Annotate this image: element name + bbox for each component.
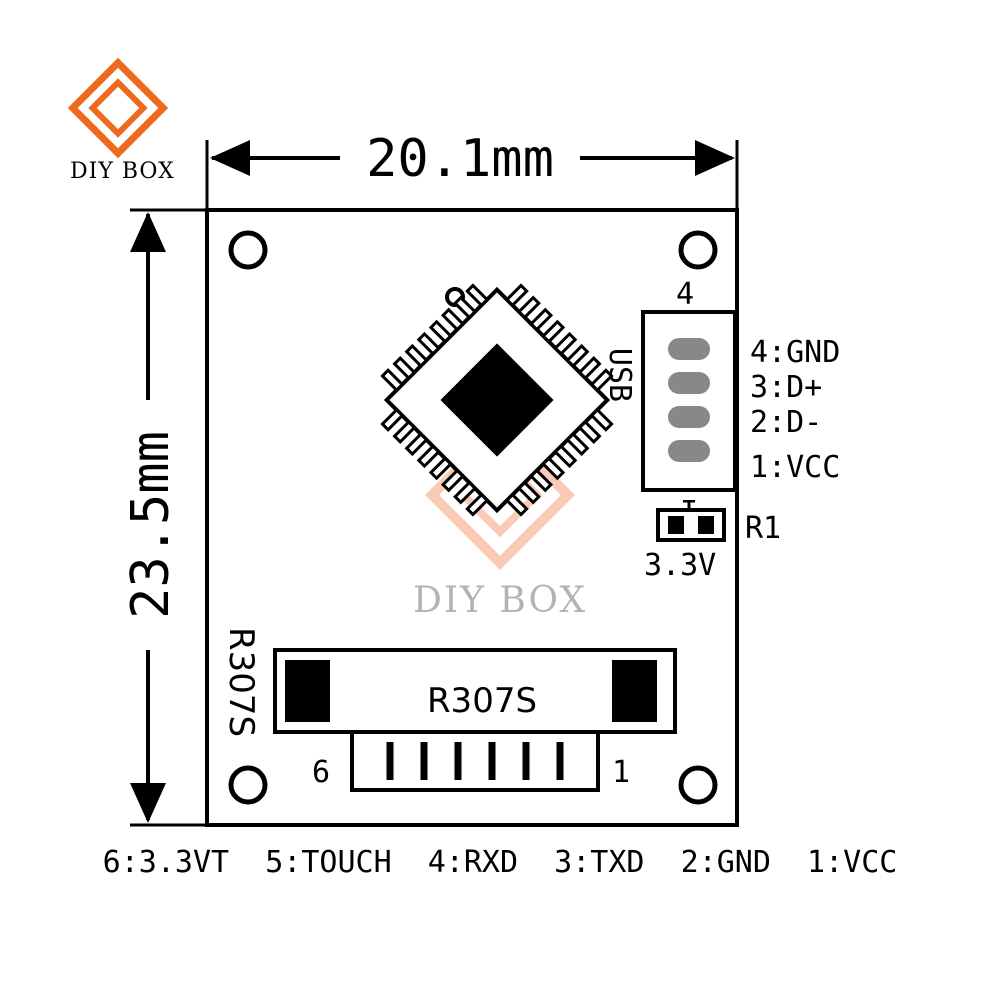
usb-pin-label: 2:D- [750,405,822,440]
chip-pin [380,368,405,393]
chip-pin [465,283,490,308]
chip-pin [453,295,478,320]
chip-pin [416,331,441,356]
chip-pin [404,343,429,368]
side-model-label: R307S [221,627,261,737]
chip-pin [380,407,405,432]
usb-pads [668,338,710,462]
arrow-left-icon [210,140,250,176]
usb-pin-label: 4:GND [750,335,840,370]
usb-pin-label: 1:VCC [750,450,840,485]
connector-housing [273,648,677,734]
connector-mount-pad [285,660,330,722]
connector-model-label: R307S [427,681,537,721]
height-dimension: 23.5mm [121,208,212,827]
height-label: 23.5mm [121,431,181,619]
chip-pin [440,468,465,493]
bottom-connector: R307S 6 1 [273,648,677,792]
mounting-hole [678,765,718,805]
chip-pin [516,480,541,505]
chip-pin [465,492,490,517]
chip-pin [553,444,578,469]
chip-pin [392,419,417,444]
brand-logo-icon [67,57,169,159]
chip-pin [565,432,590,457]
ic-chip [380,283,614,517]
jumper: 1 R1 3.3V [644,492,781,583]
chip-pin [404,432,429,457]
arrow-down-icon [130,783,166,823]
chip-pin [416,444,441,469]
board-outline [205,208,739,827]
arrow-up-icon [130,212,166,252]
chip-pin [589,368,614,393]
jumper-body [656,508,726,542]
connector-mount-pad [612,660,657,722]
connector-pin-left: 6 [312,755,330,790]
chip-pin [553,331,578,356]
chip-pin [516,295,541,320]
chip-pin [529,468,554,493]
usb-pin-label: 3:D+ [750,370,822,405]
mounting-hole [678,230,718,270]
chip-pin [440,307,465,332]
width-label: 20.1mm [366,129,554,189]
usb-connector: 4 USB 4:GND 3:D+ 2:D- 1:VCC [602,277,840,492]
brand-logo: DIY BOX [67,57,175,184]
chip-pin [577,356,602,381]
chip-pin [392,356,417,381]
pinout-label: 6:3.3VT 5:TOUCH 4:RXD 3:TXD 2:GND 1:VCC [103,845,898,880]
chip-pin [453,480,478,505]
chip-pin [577,419,602,444]
chip-pin [541,456,566,481]
chip-pin [541,319,566,344]
chip-pin [589,407,614,432]
chip-pin [504,283,529,308]
chip-pin [504,492,529,517]
chip-pins [380,283,614,517]
resistor-label: R1 [745,511,781,546]
mounting-hole [228,765,268,805]
usb-pin-number: 4 [676,277,694,312]
watermark-text: DIY BOX [413,580,587,621]
chip-pin [529,307,554,332]
connector-pins [386,742,564,780]
mounting-hole [228,230,268,270]
mounting-holes [228,230,718,805]
connector-pin-right: 1 [612,755,630,790]
chip-pin [428,456,453,481]
arrow-right-icon [695,140,735,176]
jumper-voltage-label: 3.3V [644,548,716,583]
usb-label: USB [602,348,637,402]
brand-logo-text: DIY BOX [70,159,175,184]
chip-pin [428,319,453,344]
width-dimension: 20.1mm [205,129,739,212]
chip-pin [565,343,590,368]
